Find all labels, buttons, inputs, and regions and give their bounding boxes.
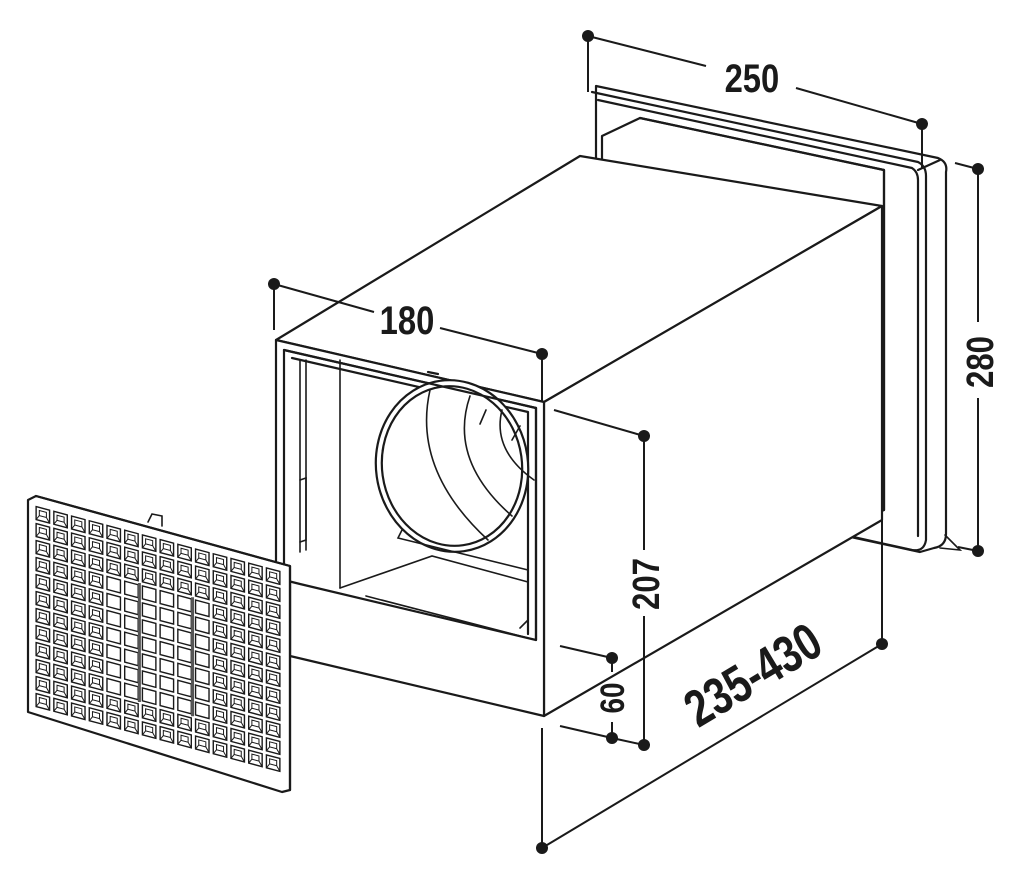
dim-label-250: 250 (725, 56, 780, 101)
dimension-280: 280 (954, 162, 1002, 557)
round-spigot (282, 348, 538, 642)
dim-label-60: 60 (593, 682, 631, 713)
front-grille (26, 494, 292, 794)
grille-cells (35, 505, 281, 773)
dim-label-207: 207 (626, 558, 668, 610)
dimension-250: 250 (582, 30, 928, 168)
dimension-60: 60 (559, 645, 645, 746)
dim-label-180: 180 (380, 298, 435, 343)
dimension-207: 207 (553, 409, 668, 751)
dim-label-235-430: 235-430 (674, 612, 831, 738)
duct-body (274, 154, 884, 718)
dim-label-280: 280 (960, 336, 1002, 388)
dimension-180: 180 (268, 278, 548, 402)
